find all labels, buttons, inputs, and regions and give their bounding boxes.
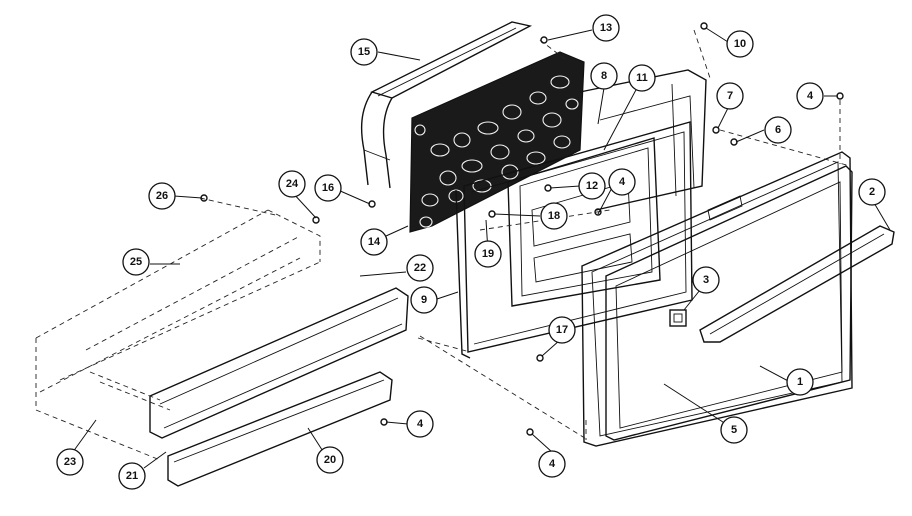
callout-17: 17 — [548, 316, 576, 344]
callout-12: 12 — [578, 172, 606, 200]
callout-4b: 4 — [608, 168, 636, 196]
assembly-lines — [199, 29, 851, 441]
callout-21: 21 — [118, 462, 146, 490]
callout-label: 14 — [368, 236, 381, 248]
callout-label: 11 — [636, 72, 648, 84]
callout-26: 26 — [148, 182, 176, 210]
callout-16: 16 — [314, 174, 342, 202]
callout-label: 16 — [322, 182, 334, 194]
callout-22: 22 — [406, 254, 434, 282]
callout-label: 24 — [286, 178, 299, 190]
callout-label: 7 — [727, 90, 733, 102]
callout-2: 2 — [858, 178, 886, 206]
callout-label: 2 — [869, 186, 875, 198]
callout-25: 25 — [122, 248, 150, 276]
callout-label: 6 — [775, 124, 781, 136]
part-22-control-panel — [149, 287, 409, 439]
callout-14: 14 — [360, 228, 388, 256]
callout-label: 4 — [549, 458, 556, 470]
callout-4c: 4 — [406, 410, 434, 438]
callout-23: 23 — [56, 448, 84, 476]
callout-label: 22 — [414, 262, 426, 274]
callout-label: 1 — [797, 376, 803, 388]
callout-label: 17 — [556, 324, 568, 336]
part-20-bottom-trim — [167, 371, 393, 487]
callout-3: 3 — [692, 266, 720, 294]
part-14-insulation — [409, 51, 585, 233]
callout-15: 15 — [350, 38, 378, 66]
part-15-top-channel — [360, 21, 533, 189]
part-3-badge — [669, 309, 687, 327]
callout-label: 25 — [130, 256, 142, 268]
callout-6: 6 — [764, 116, 792, 144]
callout-label: 26 — [156, 190, 168, 202]
part-25-backguard — [35, 209, 321, 461]
callout-label: 19 — [482, 248, 494, 260]
part-2-handle — [699, 225, 895, 343]
callout-label: 5 — [731, 424, 737, 436]
callout-label: 23 — [64, 456, 76, 468]
callout-label: 4 — [619, 176, 626, 188]
callout-4a: 4 — [796, 82, 824, 110]
callout-5: 5 — [720, 416, 748, 444]
callout-label: 4 — [807, 90, 814, 102]
callout-label: 12 — [586, 180, 598, 192]
callout-24: 24 — [278, 170, 306, 198]
callout-4d: 4 — [538, 450, 566, 478]
callout-8: 8 — [590, 62, 618, 90]
callout-label: 13 — [600, 22, 612, 34]
callout-label: 10 — [734, 38, 746, 50]
callout-label: 9 — [421, 294, 427, 306]
callout-label: 3 — [703, 274, 709, 286]
callout-label: 4 — [417, 418, 424, 430]
callout-7: 7 — [716, 82, 744, 110]
part-1-outer-panel — [605, 165, 853, 441]
callout-label: 8 — [601, 70, 607, 82]
callout-20: 20 — [316, 446, 344, 474]
callout-label: 18 — [548, 210, 560, 222]
callout-9: 9 — [410, 286, 438, 314]
part-5-door-frame — [581, 151, 853, 447]
callout-label: 21 — [126, 470, 138, 482]
callout-19: 19 — [474, 240, 502, 268]
callout-18: 18 — [540, 202, 568, 230]
callout-label: 20 — [324, 454, 336, 466]
callout-10: 10 — [726, 30, 754, 58]
callout-11: 11 — [628, 64, 656, 92]
callout-13: 13 — [592, 14, 620, 42]
callout-1: 1 — [786, 368, 814, 396]
callout-label: 15 — [358, 46, 370, 58]
